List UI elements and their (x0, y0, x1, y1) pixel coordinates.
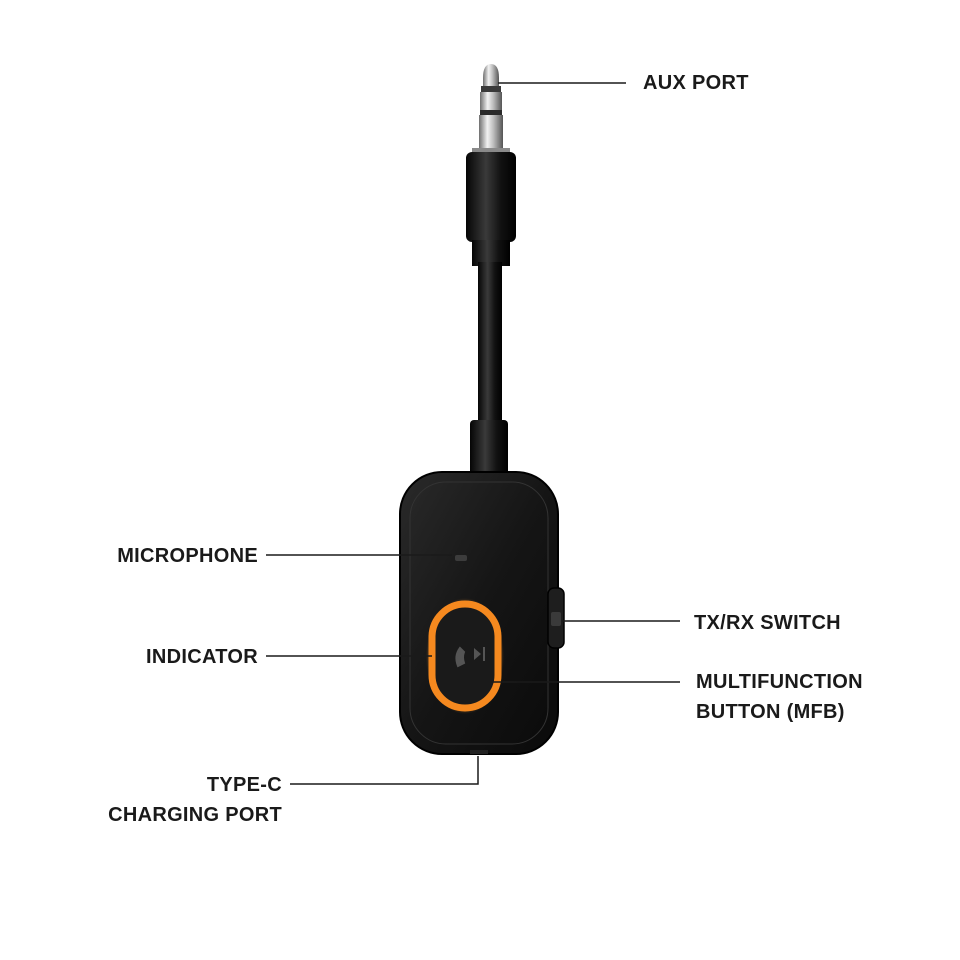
cable (470, 262, 508, 480)
mfb-ring (428, 600, 502, 712)
receiver-body (399, 471, 565, 755)
tx-rx-switch-label: TX/RX SWITCH (694, 612, 841, 634)
mfb-label-line1: MULTIFUNCTION (696, 671, 863, 693)
microphone-label: MICROPHONE (117, 545, 258, 567)
mfb-label-line2: BUTTON (MFB) (696, 701, 845, 723)
typec-leader (290, 756, 479, 785)
leader-lines (266, 82, 680, 785)
mfb-leader (477, 666, 680, 683)
phone-play-pause-icon (455, 646, 485, 668)
microphone-hole (455, 555, 467, 561)
typec-label-line2: CHARGING PORT (108, 804, 282, 826)
indicator-label: INDICATOR (146, 646, 258, 668)
typec-label-line1: TYPE-C (206, 774, 282, 796)
aux-plug (466, 64, 516, 266)
aux-port-label: AUX PORT (643, 72, 749, 94)
